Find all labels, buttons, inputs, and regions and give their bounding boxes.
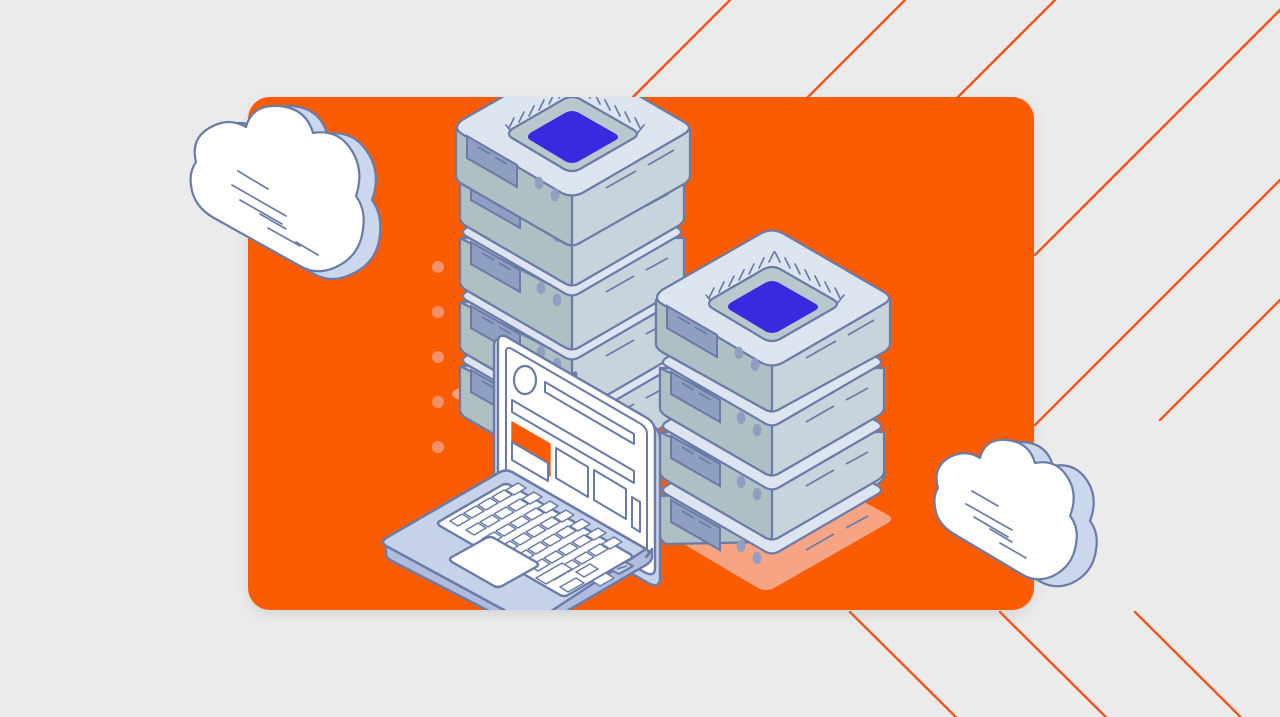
decor-dot-column — [432, 261, 444, 453]
avatar — [512, 364, 538, 396]
decor-dot — [432, 441, 444, 453]
panel-dash — [677, 316, 691, 325]
diagonal-decor-lines — [598, 0, 1280, 717]
vent-dash — [805, 533, 835, 551]
cpu-chip-core — [728, 281, 818, 333]
panel-dash — [498, 262, 512, 271]
diagonal-line — [768, 0, 907, 137]
status-led — [736, 411, 746, 425]
laptop-trackpad[interactable] — [448, 535, 540, 589]
panel-dash — [698, 520, 712, 529]
diagonal-line — [1133, 610, 1243, 717]
panel-dash — [481, 252, 495, 261]
laptop — [381, 334, 662, 610]
cloud-detail-lines — [965, 490, 1027, 559]
webcam-icon — [572, 371, 578, 377]
panel-dash — [498, 326, 512, 335]
content-bar — [511, 399, 635, 484]
panel-dash — [681, 446, 695, 455]
status-led — [736, 475, 746, 489]
server-unit-top-with-chip — [654, 229, 892, 413]
diagonal-line — [1033, 8, 1280, 257]
content-bar — [631, 496, 641, 533]
content-tile — [555, 447, 589, 498]
cpu-chip-core — [528, 111, 618, 163]
decor-dot — [432, 396, 444, 408]
vent-dash — [647, 149, 675, 166]
vent-dash — [847, 319, 875, 336]
status-led — [734, 346, 744, 360]
cloud-detail-lines — [231, 170, 319, 256]
status-led — [750, 358, 760, 372]
laptop-base-edge — [384, 544, 654, 610]
vent-dash — [805, 405, 835, 423]
vent-dash — [605, 275, 635, 293]
vent-dash — [645, 257, 669, 271]
vent-dash — [805, 469, 835, 487]
vent-dash — [845, 515, 869, 529]
panel-dash — [494, 156, 508, 165]
laptop-keyboard-keys — [449, 482, 623, 593]
decor-dot — [432, 351, 444, 363]
panel-dash — [477, 146, 491, 155]
vent-dash — [805, 340, 837, 359]
panel-dash — [698, 392, 712, 401]
decor-dot — [432, 306, 444, 318]
vent-dash — [605, 339, 635, 357]
panel-dash — [481, 316, 495, 325]
panel-dash — [698, 456, 712, 465]
cloud-body — [189, 104, 365, 273]
panel-dash — [681, 382, 695, 391]
content-bar — [511, 441, 549, 482]
diagonal-line — [598, 0, 732, 132]
cloud-bottom-right — [933, 438, 1098, 588]
status-led — [534, 176, 544, 190]
status-led — [752, 487, 762, 501]
status-led — [536, 281, 546, 295]
vent-dash — [845, 387, 869, 401]
diagonal-line — [918, 0, 1057, 137]
panel-dash — [481, 380, 495, 389]
panel-dash — [694, 326, 708, 335]
cloud-body — [933, 438, 1078, 581]
decor-dot — [432, 261, 444, 273]
content-bar — [544, 381, 635, 445]
diagonal-line — [1158, 298, 1280, 422]
diagonal-line — [1033, 178, 1280, 427]
server-unit-top-with-chip — [454, 97, 692, 247]
vent-dash — [605, 170, 637, 189]
port-dash — [616, 565, 628, 570]
diagonal-line — [998, 610, 1108, 717]
vent-dash — [845, 451, 869, 465]
status-led — [552, 293, 562, 307]
status-led — [550, 188, 560, 202]
content-tile — [593, 469, 627, 520]
status-led — [752, 551, 762, 565]
panel-dash — [681, 510, 695, 519]
cloud-top-left — [189, 104, 382, 281]
diagonal-line — [848, 610, 958, 717]
server-stack-right — [654, 229, 892, 565]
status-led — [736, 539, 746, 553]
card-content — [248, 97, 1034, 610]
status-led — [752, 423, 762, 437]
